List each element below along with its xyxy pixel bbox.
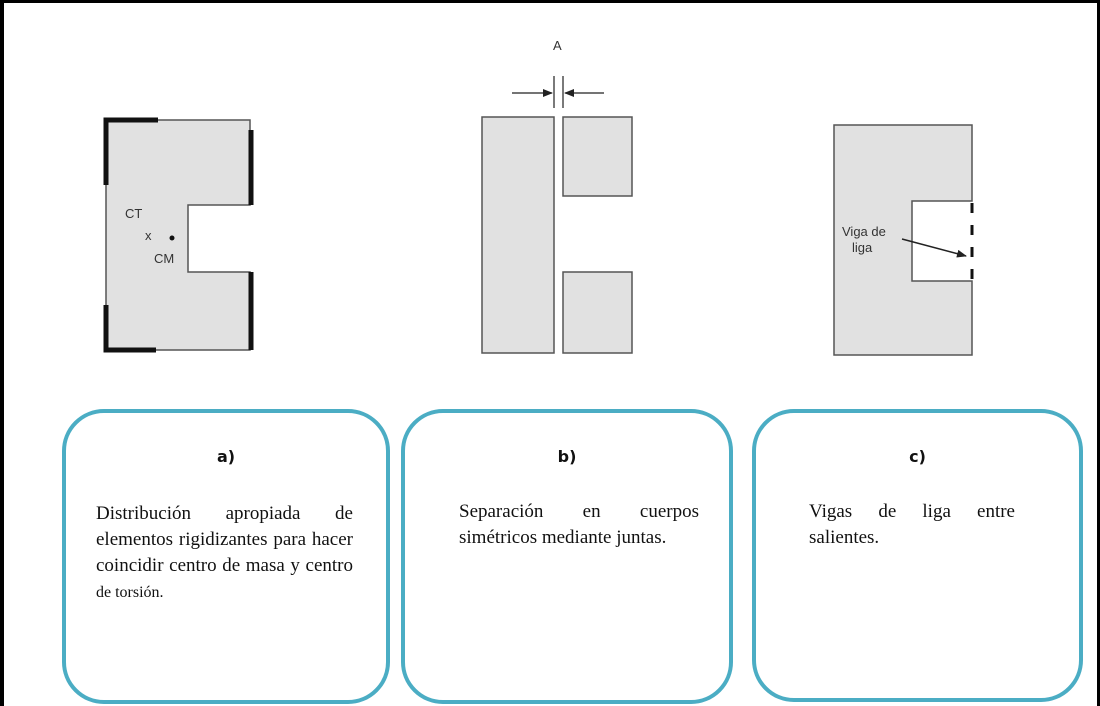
panel-a-ct-label: CT [125, 206, 142, 221]
panel-b-plan: A [481, 38, 633, 354]
caption-card-c: c) Vigas de liga entre salientes. [752, 409, 1083, 702]
card-c-description: Vigas de liga entre salientes. [809, 499, 1015, 551]
panel-c-plan: Viga de liga [833, 124, 974, 356]
card-c-text-main: Vigas de liga entre salientes. [809, 501, 1015, 548]
panel-a-x-label: x [145, 228, 152, 243]
card-c-letter: c) [909, 447, 926, 466]
panel-a-stiffener-top-left [103, 117, 158, 185]
panel-b-top-right-block [562, 116, 633, 197]
card-a-letter: a) [216, 447, 236, 466]
panel-a-stiffener-bottom-left [103, 305, 156, 353]
panel-c-beam-label-2: liga [852, 240, 873, 255]
panel-a-cm-label: CM [154, 251, 174, 266]
panel-a-cm-dot [169, 235, 175, 241]
card-a-text-small: de torsión. [96, 584, 164, 601]
caption-card-a: a) Distribución apropiada de elementos r… [62, 409, 390, 704]
panel-b-gap-label: A [553, 38, 562, 53]
caption-card-b: b) Separación en cuerpos simétricos medi… [401, 409, 733, 704]
card-b-letter: b) [557, 447, 577, 466]
panel-b-bottom-right-block [562, 271, 633, 354]
panel-c-beam-arrow [901, 238, 967, 258]
card-a-text-main: Distribución apropiada de elementos rigi… [96, 503, 353, 576]
panel-a-floor-shape [105, 119, 251, 351]
panel-b-left-block [481, 116, 555, 354]
panel-c-beam-label-1: Viga de [842, 224, 886, 239]
card-b-description: Separación en cuerpos simétricos mediant… [459, 499, 699, 551]
panel-a-plan: CT x CM [103, 117, 254, 353]
card-a-description: Distribución apropiada de elementos rigi… [96, 501, 353, 606]
card-b-text-main: Separación en cuerpos simétricos mediant… [459, 501, 699, 548]
